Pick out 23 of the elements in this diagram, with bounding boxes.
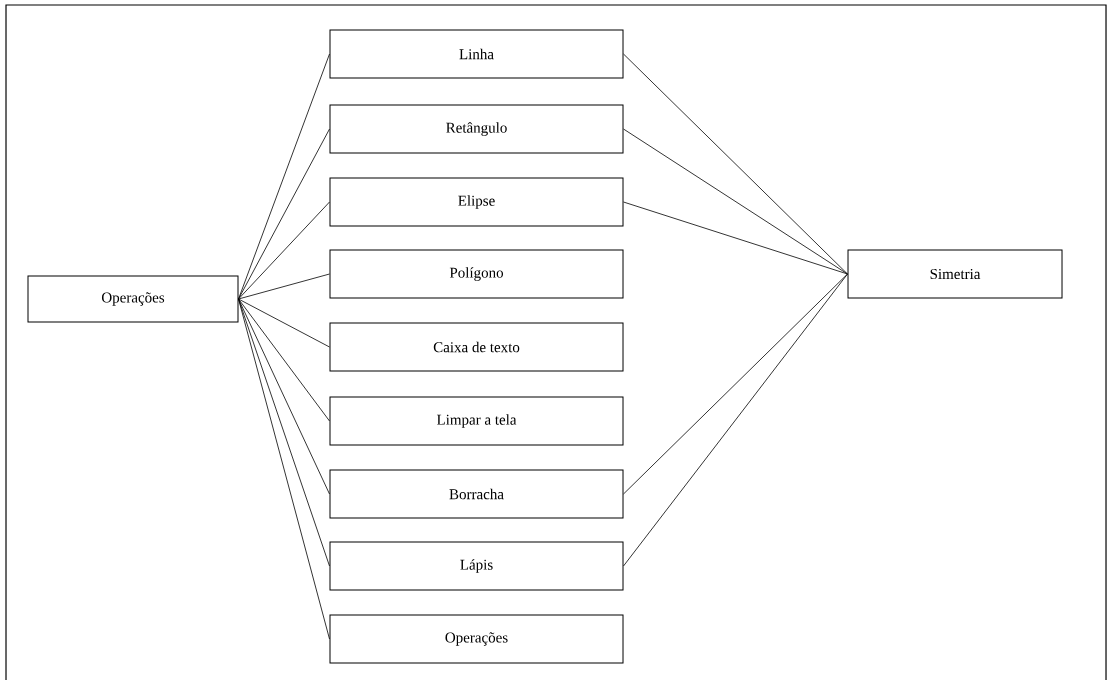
connector-line — [623, 273, 848, 495]
process-box: Lápis — [329, 541, 624, 591]
process-box: Operações — [27, 275, 239, 323]
connector-line — [238, 298, 330, 348]
connector-line — [623, 273, 848, 567]
process-box: Simetria — [847, 249, 1063, 299]
connector-line — [238, 273, 330, 300]
connector-line — [238, 53, 330, 300]
process-box: Operações — [329, 614, 624, 664]
connector-line — [238, 128, 330, 300]
process-box: Caixa de texto — [329, 322, 624, 372]
connector-line — [238, 298, 330, 422]
process-box: Limpar a tela — [329, 396, 624, 446]
process-box: Retângulo — [329, 104, 624, 154]
connector-line — [238, 298, 330, 640]
process-box: Polígono — [329, 249, 624, 299]
connector-line — [623, 53, 848, 275]
connector-line — [238, 201, 330, 300]
process-box: Elipse — [329, 177, 624, 227]
process-box: Borracha — [329, 469, 624, 519]
connector-line — [623, 201, 848, 275]
process-box: Linha — [329, 29, 624, 79]
connector-line — [623, 128, 848, 275]
